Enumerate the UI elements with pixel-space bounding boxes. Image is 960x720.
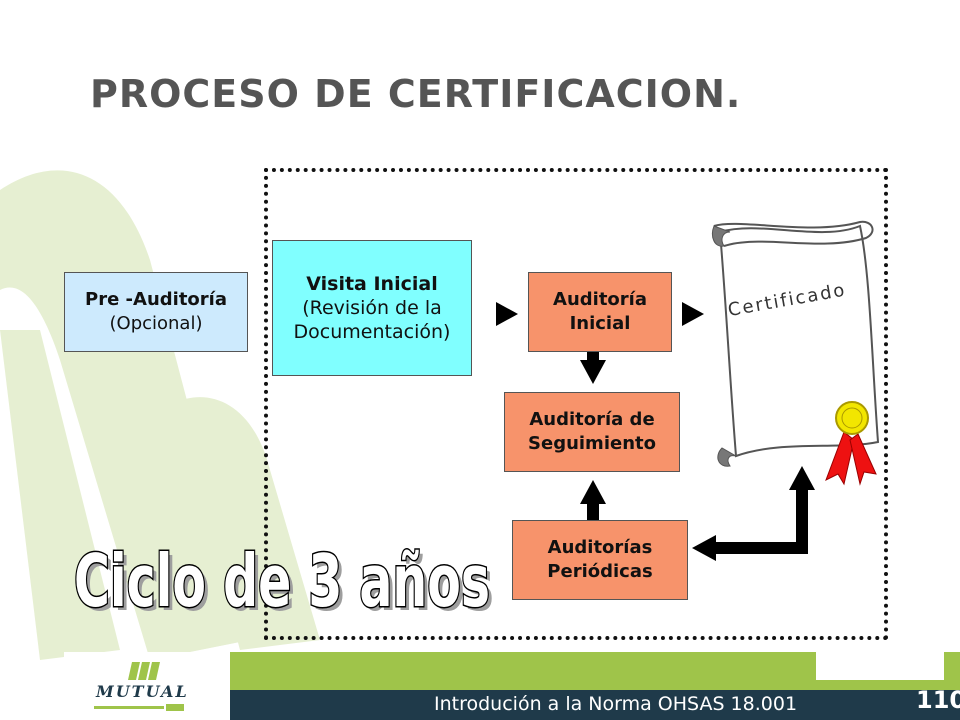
footer-white-block (816, 644, 944, 680)
cycle-label-wordart: Ciclo de 3 años Ciclo de 3 años (73, 538, 495, 628)
arrow-shaft-left-to-periodicas (712, 542, 808, 554)
arrow-auditoria-inicial-to-certificado (682, 302, 704, 326)
visita-inicial-title: Visita Inicial (306, 273, 438, 295)
arrow-head-left-to-periodicas (692, 535, 716, 561)
visita-inicial-line2: (Revisión de la (302, 297, 442, 319)
mutual-logo-text: MUTUAL (96, 682, 189, 701)
cycle-label: Ciclo de 3 años (74, 539, 490, 623)
auditoria-inicial-line1: Auditoría (553, 289, 647, 310)
footer-course-title: Introdución a la Norma OHSAS 18.001 (434, 693, 798, 715)
page-number: 110 (916, 686, 960, 714)
arrow-shaft-up-to-certificado (796, 486, 808, 554)
pre-auditoria-subtitle: (Opcional) (109, 313, 203, 334)
certificate-scroll-icon (711, 220, 880, 486)
watermark-swoosh-3 (0, 330, 120, 660)
watermark-swoosh-2 (150, 397, 320, 650)
page-title: PROCESO DE CERTIFICACION. (90, 72, 742, 116)
cycle-label-shadow: Ciclo de 3 años (78, 543, 494, 627)
visita-inicial-line3: Documentación) (293, 321, 451, 343)
mutual-logo-icon (94, 662, 184, 711)
pre-auditoria-box: Pre -Auditoría (Opcional) (64, 272, 248, 352)
arrow-head-up-to-certificado (789, 466, 815, 490)
arrow-head-down-to-seguimiento (580, 360, 606, 384)
arrow-shaft-up-to-seguimiento (587, 500, 599, 520)
certification-cycle-frame (264, 168, 888, 640)
arrow-visita-to-auditoria-inicial (496, 302, 518, 326)
auditoria-seguimiento-line1: Auditoría de (529, 409, 655, 430)
auditoria-seguimiento-box: Auditoría de Seguimiento (504, 392, 680, 472)
watermark-swoosh-1 (0, 170, 250, 660)
visita-inicial-box: Visita Inicial (Revisión de la Documenta… (272, 240, 472, 376)
auditorias-periodicas-line2: Periódicas (547, 561, 653, 582)
auditoria-seguimiento-line2: Seguimiento (528, 433, 656, 454)
pre-auditoria-title: Pre -Auditoría (85, 289, 227, 310)
auditoria-inicial-box: Auditoría Inicial (528, 272, 672, 352)
auditorias-periodicas-line1: Auditorías (547, 537, 653, 558)
footer-bar (230, 690, 960, 720)
auditorias-periodicas-box: Auditorías Periódicas (512, 520, 688, 600)
arrow-shaft-down-to-seguimiento (587, 352, 599, 362)
auditoria-inicial-line2: Inicial (569, 313, 631, 334)
arrow-head-up-to-seguimiento (580, 480, 606, 504)
